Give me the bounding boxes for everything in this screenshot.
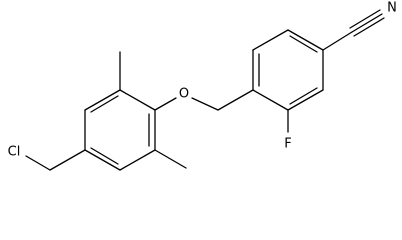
- bond-ring2-c: [287, 29, 324, 51]
- right-benzene-ring: [252, 29, 324, 111]
- bond-ring1-d: [84, 149, 121, 171]
- left-benzene-ring: [84, 89, 156, 171]
- atom-label-o: O: [179, 87, 189, 102]
- bond-ring2-inner-3: [289, 87, 318, 105]
- bond-triple-mid: [351, 13, 383, 33]
- bond-ring1-a: [119, 89, 156, 111]
- bond-ring1-inner-2: [90, 147, 119, 165]
- bond-ch2-to-ring2: [217, 89, 254, 111]
- bond-ring1-c: [119, 149, 156, 171]
- bond-ring-to-ch2: [49, 149, 86, 171]
- bond-triple-lower: [353, 17, 385, 37]
- bond-methyl-bottom: [154, 149, 187, 169]
- bond-ring2-b: [252, 29, 289, 51]
- atom-label-n: N: [387, 1, 397, 16]
- bond-ring1-inner-3: [90, 95, 119, 113]
- bond-ring1-f: [84, 89, 121, 111]
- bond-ring2-inner-2: [289, 35, 318, 53]
- bond-ring2-f: [252, 89, 289, 111]
- bond-o-to-ch2: [191, 97, 219, 111]
- bond-triple-upper: [349, 9, 381, 29]
- bond-ring2-e: [287, 89, 324, 111]
- bond-ring-to-cn: [322, 31, 353, 51]
- chemical-structure-diagram: Cl O F N: [8, 1, 397, 171]
- atom-label-cl: Cl: [8, 145, 21, 160]
- bond-ch2-to-cl: [25, 155, 51, 171]
- bond-ring-to-o: [154, 97, 177, 111]
- atom-label-f: F: [284, 137, 291, 152]
